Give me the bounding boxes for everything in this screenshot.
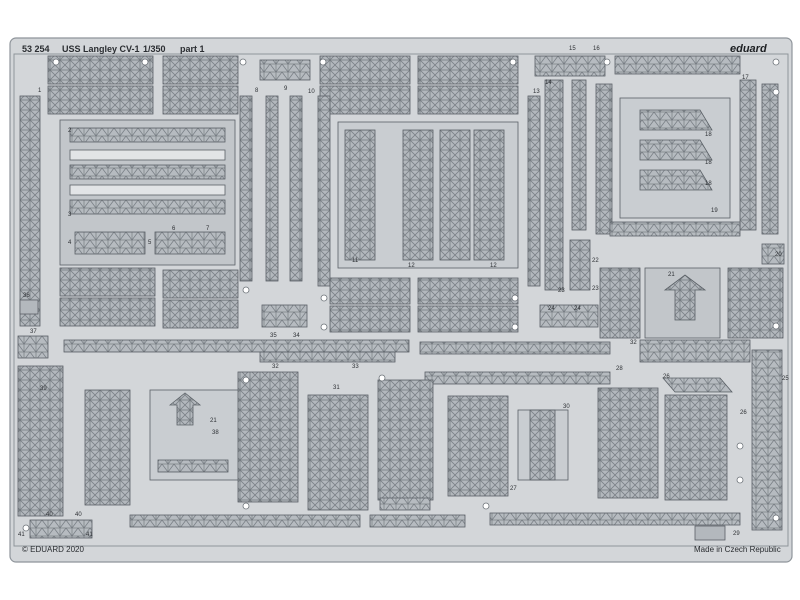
part-number: 34 xyxy=(293,333,300,339)
locating-holes xyxy=(22,58,780,532)
part-number: 32 xyxy=(272,364,279,370)
part-number: 11 xyxy=(352,258,359,264)
part-number: 35 xyxy=(270,333,277,339)
part-number: 1 xyxy=(38,88,42,94)
part-number: 18 xyxy=(705,160,712,166)
middle-band xyxy=(63,339,783,531)
center-block xyxy=(317,79,564,333)
part-number: 18 xyxy=(705,181,712,187)
part-number: 21 xyxy=(210,418,217,424)
part-number: 38 xyxy=(212,430,219,436)
part-number: 41 xyxy=(18,532,25,538)
fret-frame xyxy=(13,53,789,547)
part-number: 7 xyxy=(206,226,210,232)
part-number: 21 xyxy=(668,272,675,278)
part-number: 26 xyxy=(740,410,747,416)
part-number: 4 xyxy=(68,240,72,246)
part-number: 12 xyxy=(408,263,415,269)
part-number: 41 xyxy=(86,532,93,538)
part-number: 16 xyxy=(593,46,600,52)
bottom-parts xyxy=(17,365,741,541)
part-number: 19 xyxy=(711,208,718,214)
part-number: 14 xyxy=(545,80,552,86)
part-number: 33 xyxy=(352,364,359,370)
part-number: 20 xyxy=(775,252,782,258)
part-number: 12 xyxy=(490,263,497,269)
part-number: 40 xyxy=(46,512,53,518)
part-number: 39 xyxy=(40,386,47,392)
part-number: 18 xyxy=(705,132,712,138)
origin-text: Made in Czech Republic xyxy=(694,545,781,554)
brand-logo: eduard xyxy=(730,43,767,55)
part-number: 27 xyxy=(510,486,517,492)
part-number: 24 xyxy=(548,306,555,312)
part-number: 3 xyxy=(68,212,72,218)
part-number: 8 xyxy=(255,88,259,94)
top-parts xyxy=(47,55,741,115)
copyright-text: © EDUARD 2020 xyxy=(22,545,84,554)
part-number: 30 xyxy=(563,404,570,410)
part-number: 2 xyxy=(68,128,72,134)
part-number: 6 xyxy=(172,226,176,232)
part-number: 40 xyxy=(75,512,82,518)
part-number: 10 xyxy=(308,89,315,95)
part-number: 5 xyxy=(148,240,152,246)
kit-title: USS Langley CV-1 xyxy=(62,44,140,54)
right-block xyxy=(539,79,785,363)
part-number: 23 xyxy=(592,286,599,292)
part-number: 13 xyxy=(533,89,540,95)
part-label: part 1 xyxy=(180,44,205,54)
part-number: 32 xyxy=(630,340,637,346)
part-number: 28 xyxy=(616,366,623,372)
part-number: 26 xyxy=(663,374,670,380)
part-number: 9 xyxy=(284,86,288,92)
part-number: 15 xyxy=(569,46,576,52)
part-number: 17 xyxy=(742,75,749,81)
part-number: 29 xyxy=(733,531,740,537)
part-number: 37 xyxy=(30,329,37,335)
catalog-number: 53 254 xyxy=(22,44,50,54)
kit-scale: 1/350 xyxy=(143,44,166,54)
part-number: 36 xyxy=(23,293,30,299)
part-number: 31 xyxy=(333,385,340,391)
part-number: 24 xyxy=(574,306,581,312)
part-number: 22 xyxy=(592,258,599,264)
left-block xyxy=(17,95,308,359)
part-number: 25 xyxy=(782,376,789,382)
part-number: 23 xyxy=(558,288,565,294)
